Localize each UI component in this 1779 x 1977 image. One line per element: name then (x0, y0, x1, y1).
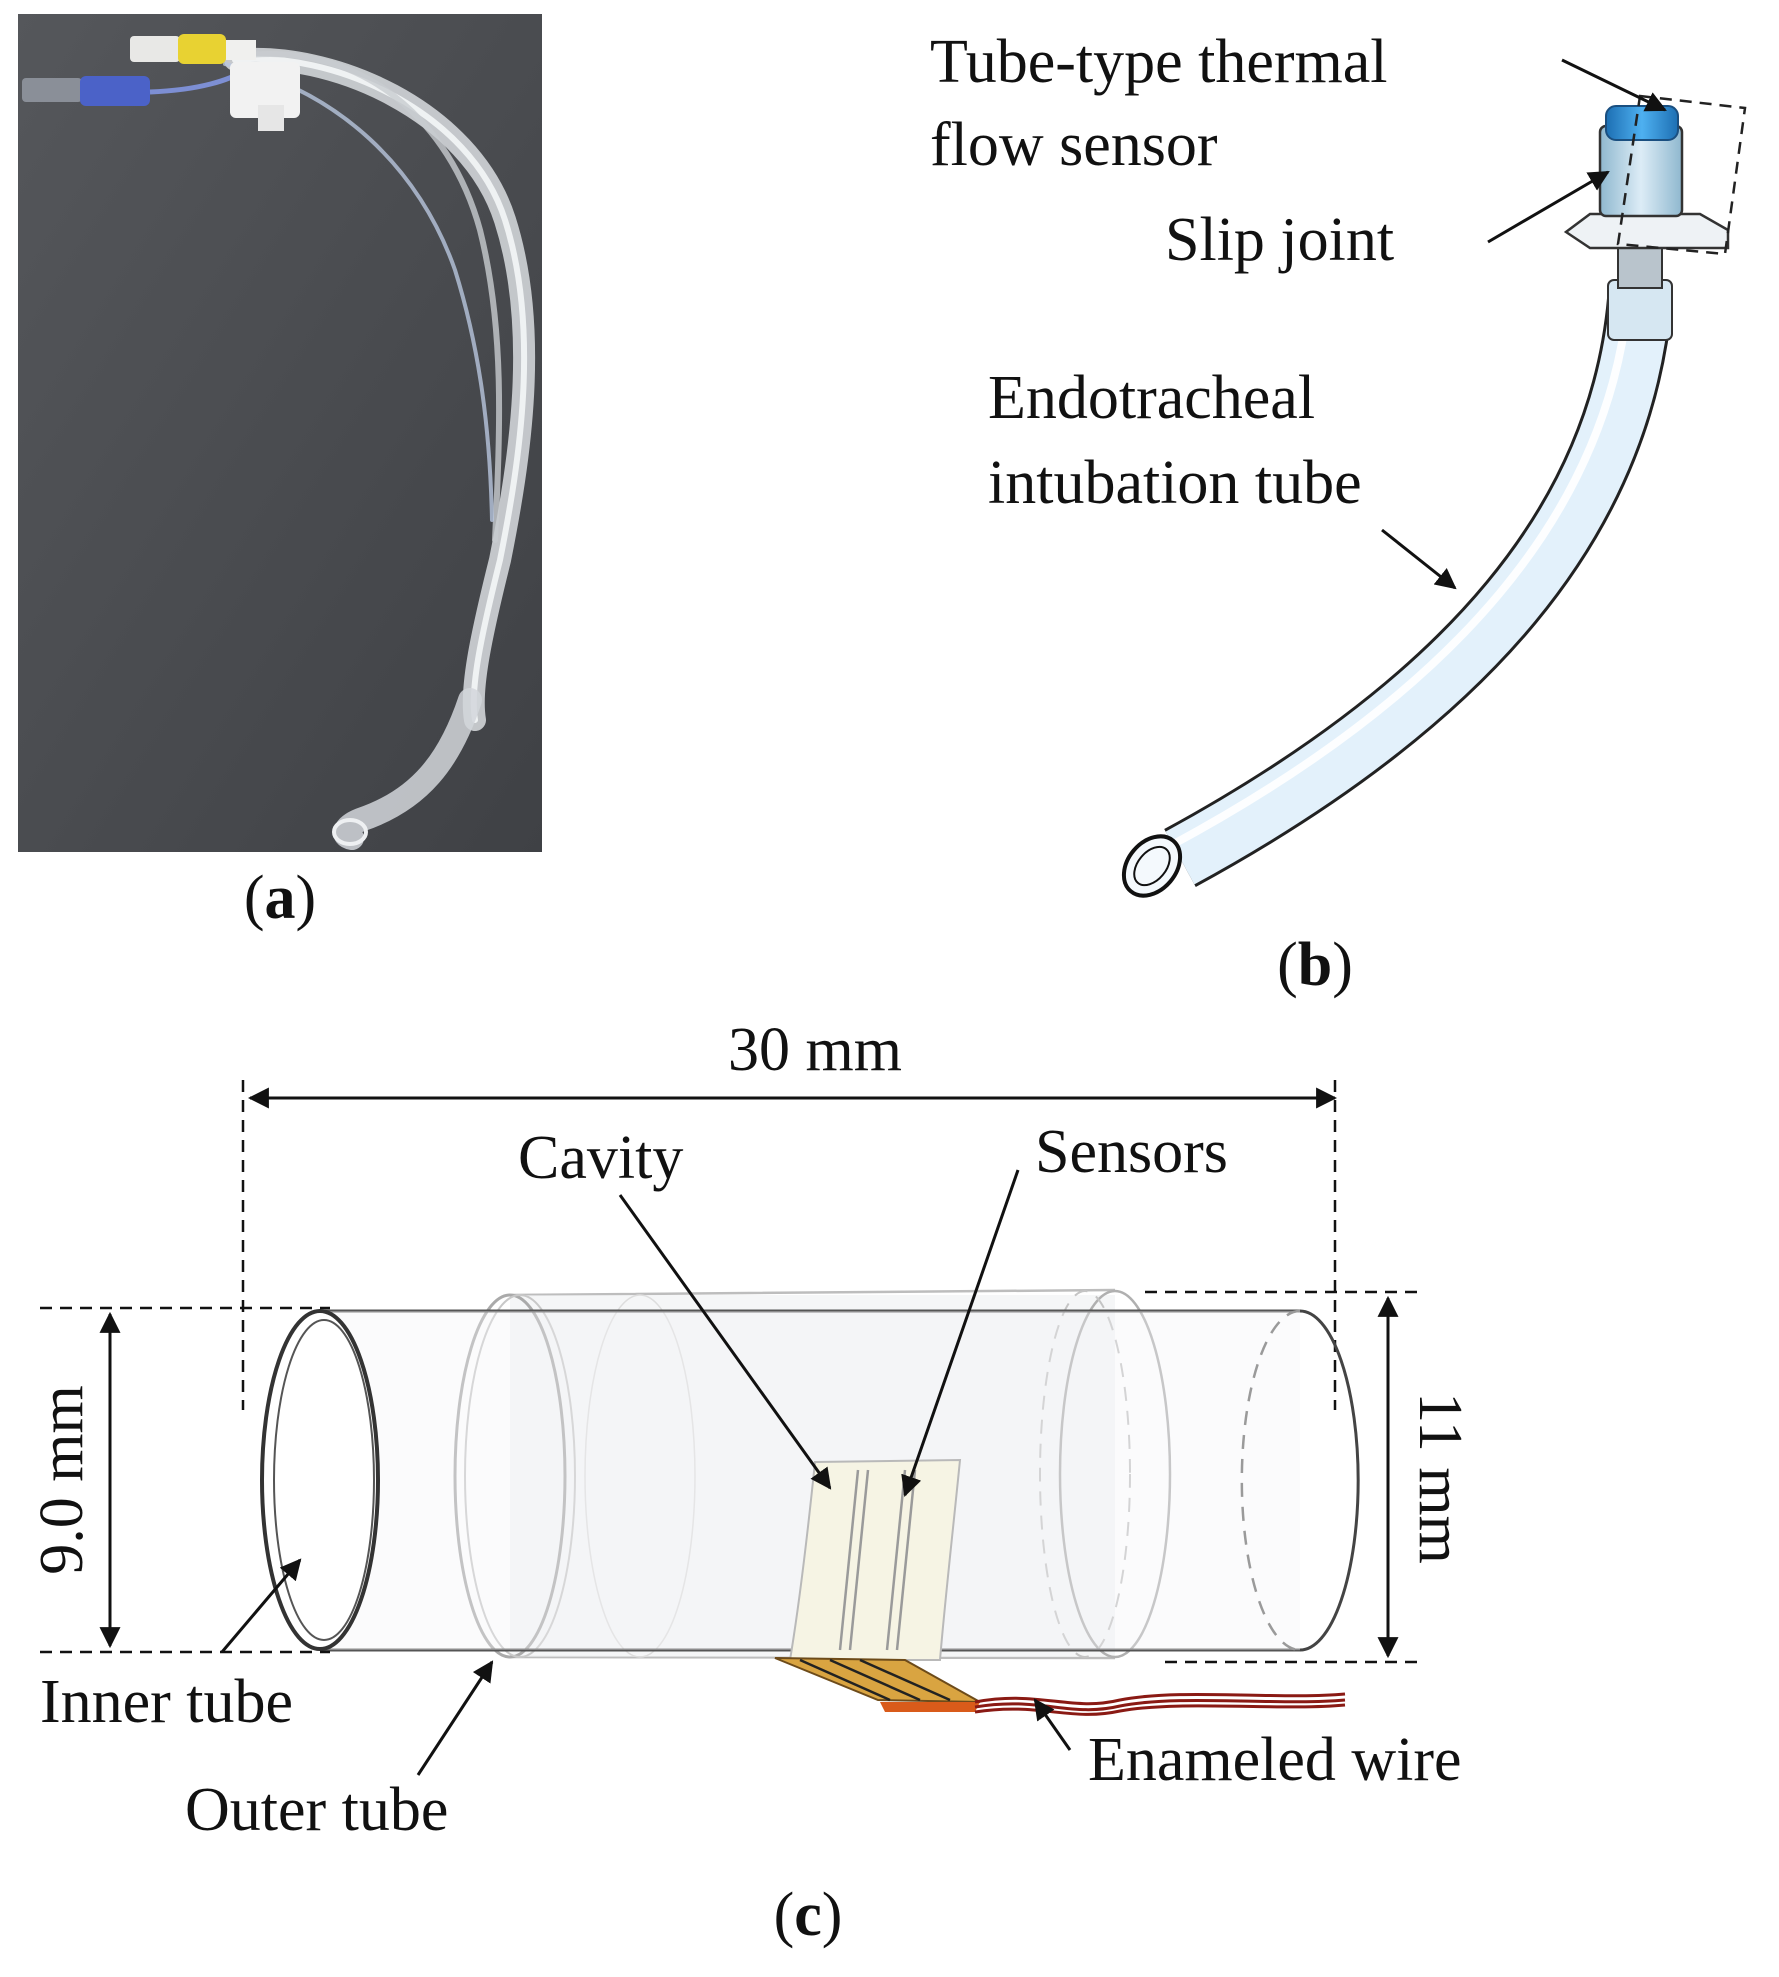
sensor-cap (1605, 105, 1679, 141)
label-tube-line2: intubation tube (988, 449, 1362, 517)
label-outer-tube: Outer tube (185, 1776, 448, 1844)
label-cavity: Cavity (518, 1124, 683, 1192)
arrow-enameled-wire (1033, 1698, 1072, 1751)
caption-c: (c) (774, 1881, 843, 1949)
arrow-cavity (618, 1194, 832, 1490)
arrow-inner-tube (220, 1558, 302, 1653)
enameled-wire (974, 1692, 1346, 1716)
label-sensors: Sensors (1035, 1118, 1228, 1186)
label-sensor-line2: flow sensor (930, 111, 1218, 179)
wire-drawing (774, 1657, 1346, 1716)
caption-a: (a) (244, 864, 316, 932)
photo-connectors (22, 34, 300, 131)
endotracheal-tube-drawing (1121, 296, 1673, 898)
label-enameled-wire: Enameled wire (1088, 1726, 1462, 1794)
tube-opening (1121, 834, 1183, 898)
label-slip-joint: Slip joint (1165, 206, 1394, 274)
panel-b: Tube-type thermal flow sensor Slip joint… (930, 28, 1747, 999)
arrow-sensors (901, 1169, 1020, 1497)
label-tube-line1: Endotracheal (988, 364, 1315, 432)
dim-outer-label: 11 mm (1406, 1392, 1474, 1564)
panel-a: (a) (18, 14, 542, 932)
tube-type-sensor-drawing (1598, 94, 1747, 256)
dim-length-label: 30 mm (728, 1016, 902, 1084)
arrow-slip-joint (1487, 170, 1610, 244)
panel-c: 30 mm (28, 1016, 1474, 1949)
arrow-sensor (1561, 58, 1667, 112)
dim-inner-label: 9.0 mm (28, 1385, 96, 1574)
arrow-outer-tube (416, 1660, 494, 1776)
label-sensor-line1: Tube-type thermal (930, 28, 1387, 96)
label-inner-tube: Inner tube (40, 1668, 293, 1736)
cavity-drawing (788, 1458, 962, 1661)
photo-endotracheal-tube (223, 48, 536, 850)
caption-b: (b) (1277, 931, 1353, 999)
slip-joint-drawing (1563, 212, 1730, 341)
arrow-tube (1381, 528, 1457, 590)
